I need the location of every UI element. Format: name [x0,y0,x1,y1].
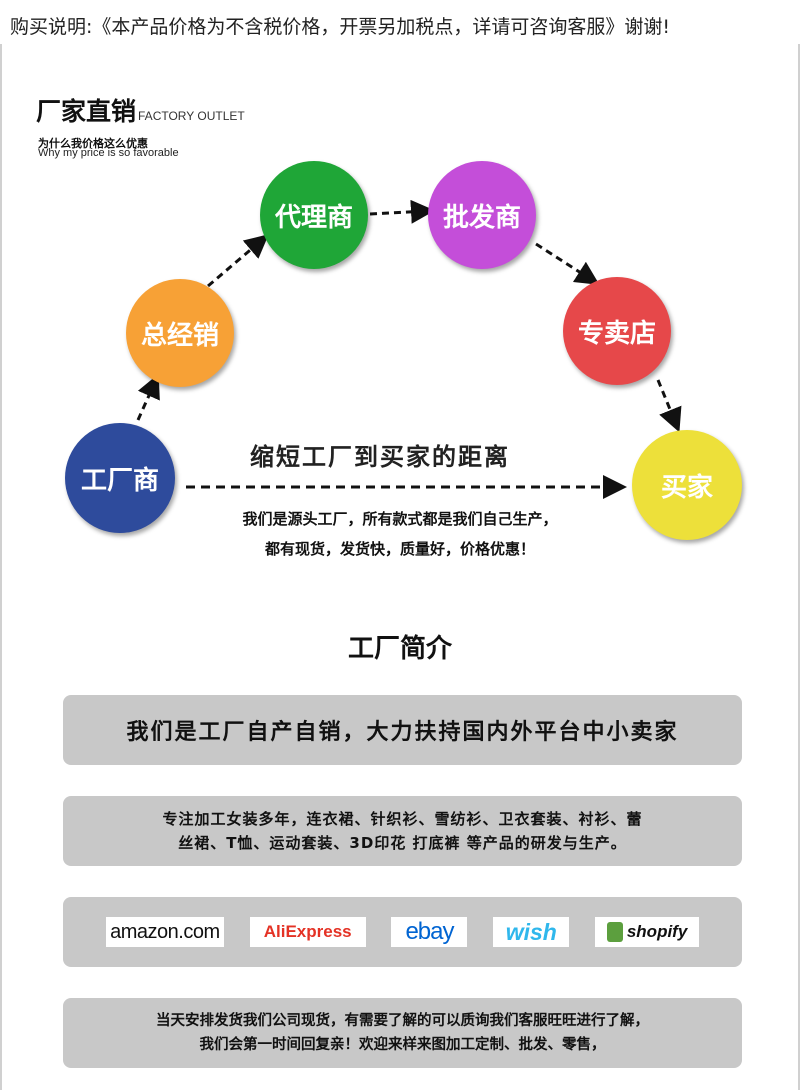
intro-panel-2-line1: 专注加工女装多年，连衣裙、针织衫、雪纺衫、卫衣套装、衬衫、蕾 [162,810,643,828]
node-buyer-label: 买家 [660,472,713,503]
node-agent-label: 代理商 [274,202,353,233]
platform-logos-panel: amazon.com AliExpress ebay wish shopify [63,897,742,967]
node-wholesaler: 批发商 [428,161,536,269]
node-store-label: 专卖店 [577,318,656,349]
aliexpress-logo-text: AliExpress [263,922,352,941]
intro-panel-1: 我们是工厂自产自销，大力扶持国内外平台中小卖家 [63,695,742,765]
intro-panel-4-line2: 我们会第一时间回复亲！欢迎来样来图加工定制、批发、零售， [199,1037,606,1053]
intro-panel-4: 当天安排发货我们公司现货，有需要了解的可以质询我们客服旺旺进行了解， 我们会第一… [63,998,742,1068]
intro-panel-1-text: 我们是工厂自产自销，大力扶持国内外平台中小卖家 [126,720,679,745]
arrow-distributor-to-agent [207,234,269,288]
node-distributor-label: 总经销 [140,320,219,351]
left-border [0,44,2,1090]
node-factory-label: 工厂商 [80,465,159,496]
shopify-logo: shopify [595,917,700,947]
flow-desc-line2: 都有现货，发货快，质量好，价格优惠！ [264,540,535,558]
arrow-wholesaler-to-store [535,242,600,285]
intro-panel-2: 专注加工女装多年，连衣裙、针织衫、雪纺衫、卫衣套装、衬衫、蕾 丝裙、T恤、运动套… [63,796,742,866]
intro-panel-4-line1: 当天安排发货我们公司现货，有需要了解的可以质询我们客服旺旺进行了解， [156,1013,649,1029]
arrow-factory-to-distributor [136,373,160,421]
flow-slogan: 缩短工厂到买家的距离 [250,443,510,471]
node-buyer: 买家 [632,430,742,540]
flow-desc-line1: 我们是源头工厂，所有款式都是我们自己生产， [242,510,558,528]
arrow-agent-to-wholesaler [369,199,435,224]
brand-subtitle-cn: 为什么我价格这么优惠 [38,137,148,150]
wish-logo: wish [493,917,570,947]
amazon-logo: amazon.com [105,917,224,947]
arrow-store-to-buyer [656,379,682,433]
node-store: 专卖店 [563,277,671,385]
aliexpress-logo: AliExpress [249,917,366,947]
flow-arrows [136,199,682,499]
intro-panel-2-line2: 丝裙、T恤、运动套装、3D印花 打底裤 等产品的研发与生产。 [178,834,627,852]
purchase-notice: 购买说明:《本产品价格为不含税价格，开票另加税点，详请可咨询客服》谢谢! [10,16,671,38]
brand-subtitle-en: Why my price is so favorable [38,147,179,159]
ebay-logo-text: ebay [405,918,454,945]
shopify-logo-text: shopify [626,922,688,941]
wish-logo-text: wish [505,918,557,945]
brand-title-en: FACTORY OUTLET [138,109,245,123]
amazon-logo-text: amazon.com [110,920,220,943]
node-distributor: 总经销 [126,279,234,387]
brand-title-cn: 厂家直销 [36,97,137,126]
right-border [798,44,800,1090]
node-agent: 代理商 [260,161,368,269]
node-wholesaler-label: 批发商 [442,202,521,233]
intro-title: 工厂简介 [347,634,452,664]
ebay-logo: ebay [391,917,468,947]
shopify-bag-icon [606,922,623,942]
node-factory: 工厂商 [65,423,175,533]
